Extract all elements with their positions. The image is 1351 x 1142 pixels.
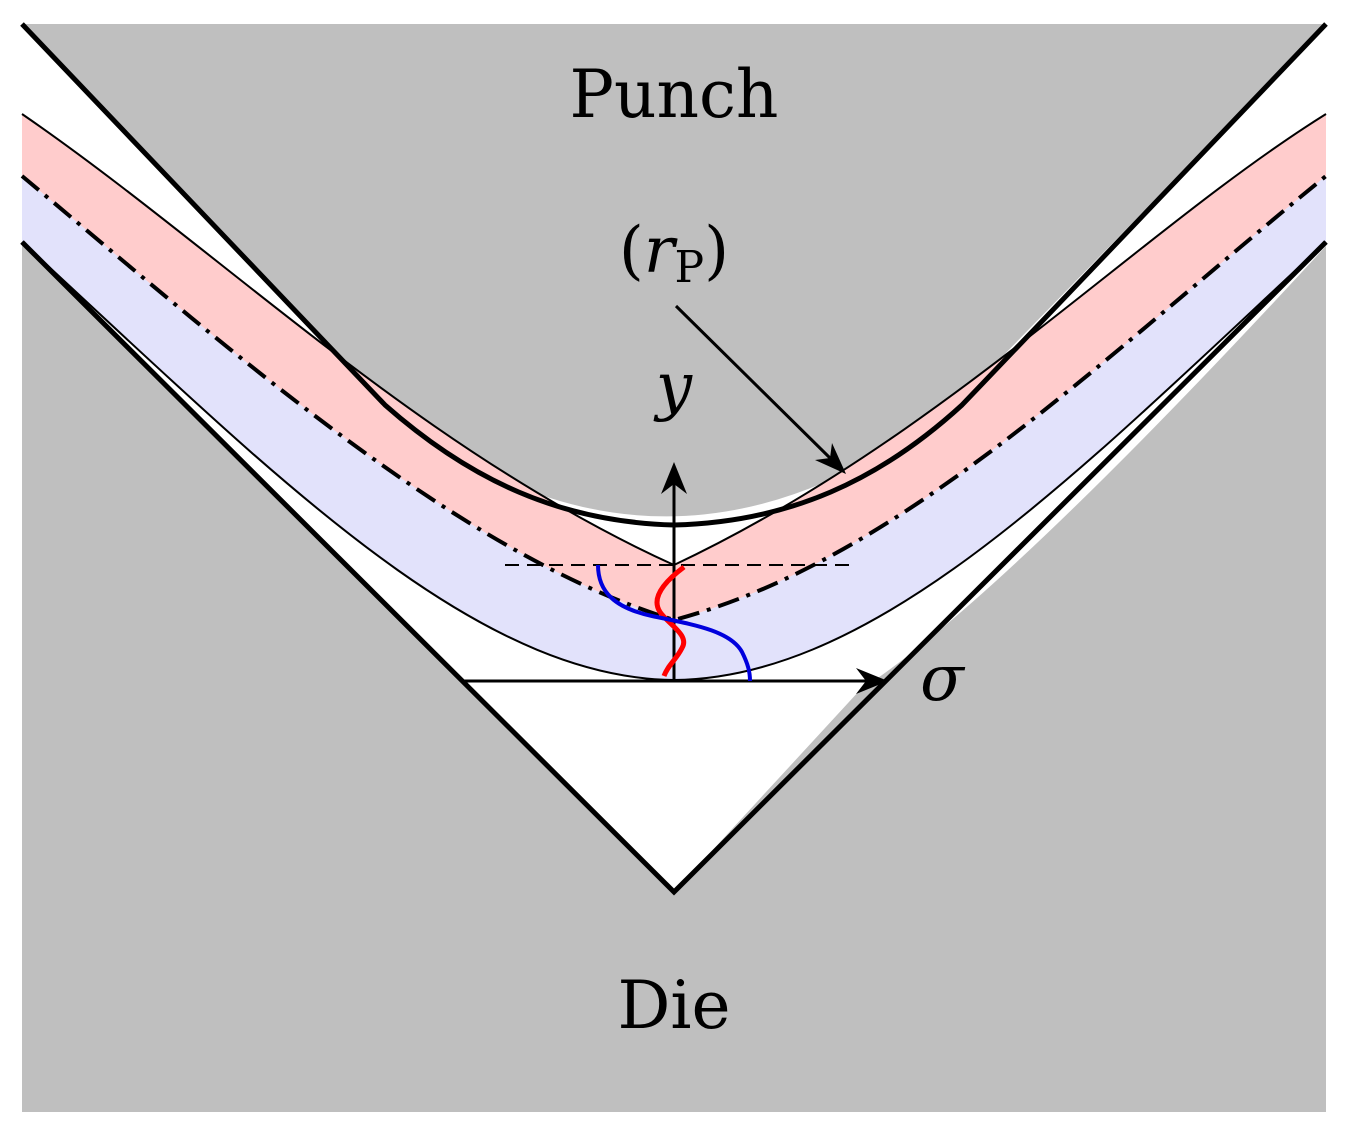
- sigma-axis-label: σ: [920, 642, 966, 716]
- radius-subscript: P: [674, 242, 704, 293]
- radius-label: (rP): [619, 214, 729, 293]
- radius-pointer-line: [674, 304, 832, 460]
- y-axis-arrowhead: [661, 462, 687, 494]
- sigma-axis-arrowhead: [856, 668, 888, 694]
- die-outline: [20, 240, 1328, 896]
- punch-label: Punch: [570, 56, 779, 133]
- radius-pointer-arrowhead: [815, 443, 846, 474]
- radius-open-paren: (: [619, 214, 644, 288]
- stress-curve-red: [654, 565, 687, 677]
- radius-symbol: r: [644, 214, 678, 288]
- neutral-axis: [20, 174, 1328, 623]
- tension-zone: [22, 114, 1326, 620]
- compression-zone: [22, 176, 1326, 680]
- radius-close-paren: ): [704, 214, 729, 288]
- die-label: Die: [617, 967, 730, 1044]
- stress-curve-blue: [596, 564, 752, 682]
- y-axis-label: y: [653, 350, 693, 424]
